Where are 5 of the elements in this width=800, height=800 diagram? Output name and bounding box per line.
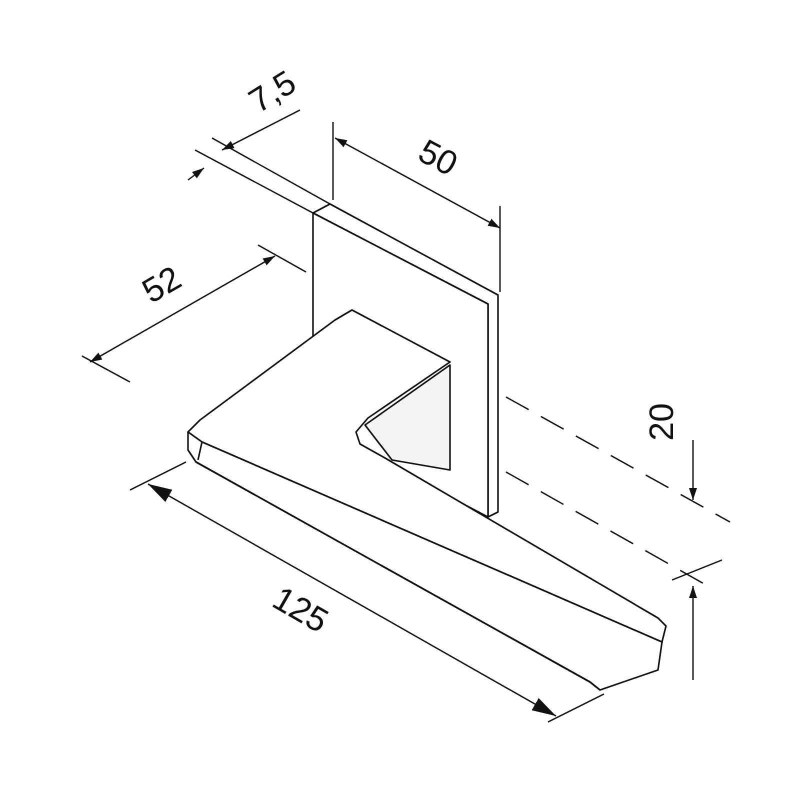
dimension-label: 7,5 bbox=[243, 65, 302, 119]
dimension-label: 20 bbox=[644, 403, 679, 441]
dimension-label: 50 bbox=[413, 134, 463, 182]
dimension-label: 125 bbox=[266, 581, 333, 639]
dimension-label: 52 bbox=[137, 260, 187, 310]
